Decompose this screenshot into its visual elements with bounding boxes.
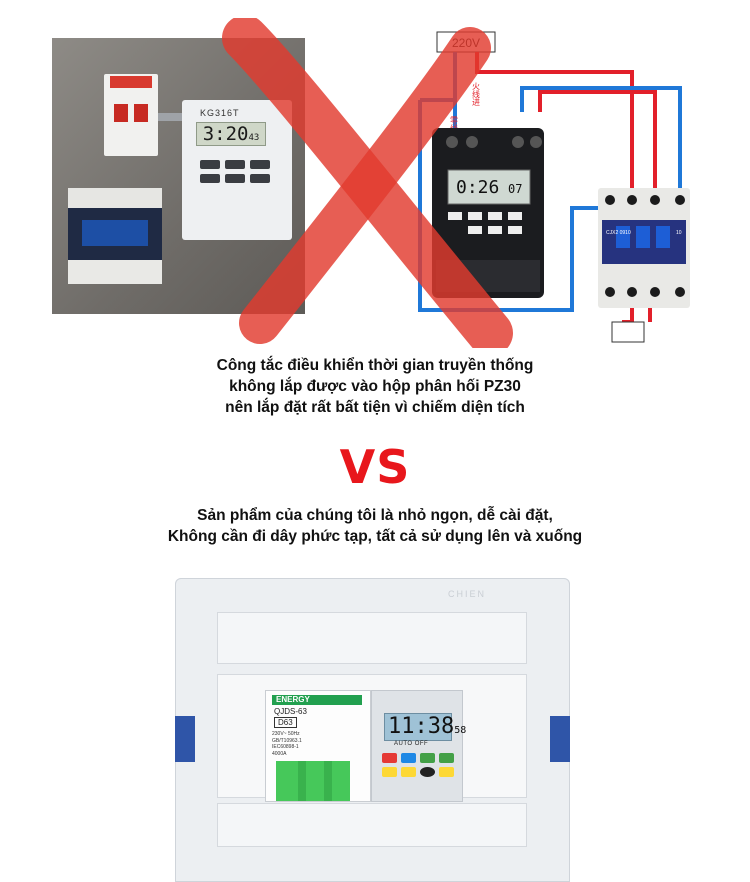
output-wire-blue <box>520 86 682 195</box>
timer-key <box>200 160 220 169</box>
timer-button-yellow <box>382 767 397 777</box>
diagram-contactor-rating: 10 <box>676 230 682 236</box>
contactor-window <box>636 226 650 248</box>
breaker-handle-gap <box>324 761 332 801</box>
contactor-terminal <box>650 287 660 297</box>
traditional-install-photo: KG316T 3:2043 <box>52 38 305 314</box>
breaker-specs: 230V~ 50Hz GB/T10963.1 IEC60898-1 4000A <box>272 731 302 757</box>
old-contactor <box>68 188 162 284</box>
caption-product: Sản phẩm của chúng tôi là nhỏ ngọn, dễ c… <box>0 505 750 547</box>
terminal-screw <box>512 136 524 148</box>
diagram-timer-key <box>488 212 502 220</box>
caption-line: không lắp được vào hộp phân hối PZ30 <box>229 378 521 395</box>
breaker-handle-gap <box>298 761 306 801</box>
timer-key <box>200 174 220 183</box>
new-breaker: ENERGY QJDS-63 D63 230V~ 50Hz GB/T10963.… <box>265 690 371 802</box>
box-lower-panel <box>217 803 527 847</box>
wire-label-live: 火线进 <box>472 82 481 107</box>
contactor-window <box>616 226 630 248</box>
diagram-timer-key <box>468 226 482 234</box>
timer-reset-button <box>420 767 435 777</box>
diagram-timer-key <box>468 212 482 220</box>
timer-key <box>225 160 245 169</box>
diagram-contactor-model: CJX2 0910 <box>606 230 631 236</box>
old-timer-keys <box>200 160 270 183</box>
breaker-toggle <box>114 104 128 122</box>
diagram-timer-key <box>448 212 462 220</box>
new-timer-buttons <box>382 753 454 777</box>
contactor-terminal <box>675 287 685 297</box>
diagram-timer-seconds: 07 <box>508 182 522 196</box>
diagram-timer-key <box>508 212 522 220</box>
new-timer-switch: 11:3858 AUTO OFF <box>371 690 466 802</box>
timer-key <box>250 160 270 169</box>
box-latch-right <box>550 716 570 762</box>
small-breaker <box>104 74 158 156</box>
breaker-toggle <box>134 104 148 122</box>
output-wire-red <box>538 90 657 195</box>
contactor-terminal <box>605 287 615 297</box>
distribution-box-photo: CHIEN ENERGY QJDS-63 D63 230V~ 50Hz GB/T… <box>175 578 570 882</box>
timer-key <box>225 174 245 183</box>
breaker-brand: ENERGY <box>272 695 362 705</box>
timer-button-green <box>420 753 435 763</box>
caption-line: nên lắp đặt rất bất tiện vì chiếm diện t… <box>225 399 525 416</box>
timer-button-green <box>439 753 454 763</box>
new-timer-seconds: 58 <box>454 725 467 736</box>
old-timer-brand: KG316T <box>200 108 240 118</box>
diagram-timer-key <box>508 226 522 234</box>
supply-label: 220V <box>452 36 480 50</box>
old-timer-display: 3:2043 <box>196 122 266 146</box>
contactor-face <box>82 220 148 246</box>
caption-line: Công tắc điều khiển thời gian truyền thố… <box>216 357 534 374</box>
new-timer-mode: AUTO OFF <box>394 741 429 747</box>
load-wire-red <box>622 306 634 324</box>
contactor-bottom-terminals <box>68 260 162 284</box>
contactor-terminal <box>675 195 685 205</box>
new-timer-time: 11:38 <box>388 714 455 739</box>
diagram-timer-time: 0:26 <box>456 177 499 198</box>
diagram-timer-base <box>436 260 540 292</box>
terminal-screw <box>530 136 542 148</box>
breaker-model: QJDS-63 <box>274 707 307 716</box>
caption-traditional: Công tắc điều khiển thời gian truyền thố… <box>0 355 750 418</box>
terminal-screw <box>466 136 478 148</box>
timer-button-blue <box>401 753 416 763</box>
breaker-handles <box>276 761 350 801</box>
timer-key <box>250 174 270 183</box>
contactor-top-terminals <box>68 188 162 208</box>
caption-line: Sản phẩm của chúng tôi là nhỏ ngọn, dễ c… <box>197 507 553 524</box>
breaker-rating: D63 <box>274 717 297 728</box>
contactor-window <box>656 226 670 248</box>
breaker-label-strip <box>110 76 152 88</box>
contactor-terminal <box>627 287 637 297</box>
old-timer-seconds: 43 <box>248 133 260 143</box>
box-brand-emboss: CHIEN <box>447 589 486 599</box>
wiring-diagram: 220V 零线进 火线进 0:26 07 CJX2 0910 10 <box>418 31 690 343</box>
contactor-terminal <box>650 195 660 205</box>
diagram-timer-key <box>488 226 502 234</box>
load-box <box>611 321 645 343</box>
contactor-terminal <box>627 195 637 205</box>
old-timer-switch: KG316T 3:2043 <box>182 100 292 240</box>
box-upper-panel: CHIEN <box>217 589 527 664</box>
new-timer-display: 11:3858 <box>384 713 466 741</box>
old-timer-time: 3:20 <box>202 123 249 145</box>
timer-button-yellow <box>401 767 416 777</box>
terminal-screw <box>446 136 458 148</box>
timer-button-red <box>382 753 397 763</box>
box-latch-left <box>175 716 195 762</box>
caption-line: Không cần đi dây phức tạp, tất cả sử dụn… <box>167 528 583 545</box>
contactor-terminal <box>605 195 615 205</box>
vs-label: VS <box>339 440 411 494</box>
timer-button-yellow <box>439 767 454 777</box>
